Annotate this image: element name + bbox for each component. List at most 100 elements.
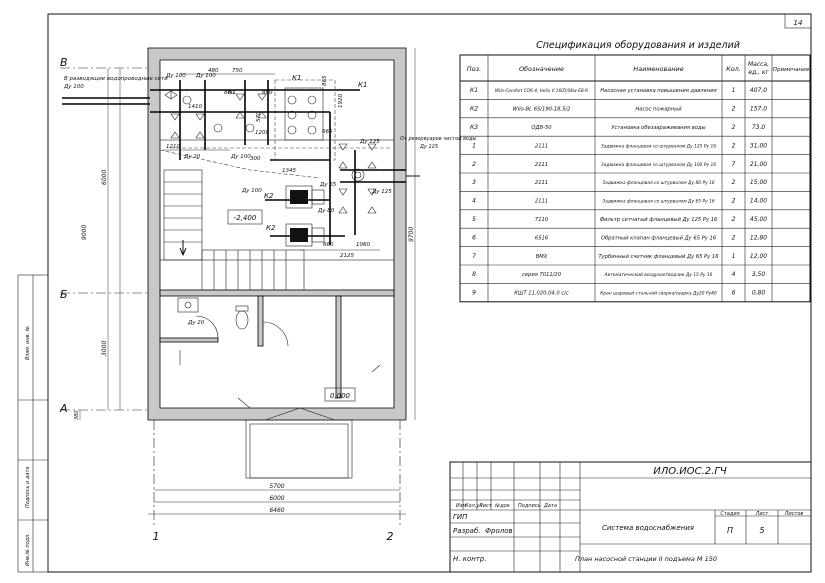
axis-a: А	[59, 402, 68, 415]
spec-cell: 2111	[535, 162, 548, 168]
spec-cell: 4	[472, 198, 476, 205]
dim-9700: 9700	[408, 227, 415, 242]
spec-cell: 2	[472, 161, 476, 168]
dim-880-a: 880	[224, 90, 235, 96]
stamp-system: Система водоснабжения	[602, 524, 694, 532]
spec-cell: 7	[732, 161, 736, 168]
axis-1: 1	[153, 530, 160, 543]
spec-cell: 2	[732, 234, 736, 241]
spec-cell: 9	[472, 290, 476, 297]
pump-fire-k2-upper	[285, 185, 325, 209]
spec-header-cell: Поз.	[467, 65, 481, 73]
spec-cell: Турбинный счетчик фланцевый Ду 65 Ру 16	[598, 254, 719, 260]
label-k2-b: К2	[266, 224, 276, 232]
spec-header-cell: Масса,	[748, 61, 769, 68]
grid-axes	[60, 67, 401, 528]
side-strip: Взам. инв. № Подпись и дата Инв.№ подл.	[17, 274, 49, 573]
elevation-pump: -2,400	[234, 214, 257, 222]
dim-1345: 1345	[282, 168, 296, 174]
valves	[164, 90, 377, 214]
axis-b: Б	[60, 288, 68, 301]
dim-5700: 5700	[269, 483, 284, 490]
pump-unit-k1	[274, 79, 336, 161]
spec-cell: 2111	[535, 199, 548, 205]
spec-cell: Задвижка фланцевая со штурвалом Ду 65 Ру…	[602, 199, 715, 205]
spec-cell: 0,80	[752, 290, 766, 297]
stamp-col-sign: Подпись	[518, 503, 541, 509]
spec-cell: 7	[472, 253, 476, 260]
spec-cell: 6	[472, 234, 476, 241]
title-block	[449, 461, 812, 573]
spec-cell: Кран шаровый стальной сварка/сварка Ду20…	[600, 291, 717, 297]
stamp-list-header: Лист	[755, 511, 770, 517]
floor-plan: -2,400 0,000 В Б	[59, 47, 477, 543]
spec-cell: Задвижка фланцевая со штурвалом Ду 80 Ру…	[602, 180, 715, 186]
dim-3000: 3000	[101, 341, 108, 356]
label-k1-a: К1	[292, 74, 301, 82]
label-k1-c: К1	[228, 89, 236, 96]
spec-cell: 1	[732, 253, 736, 260]
elevation-ground-box	[324, 387, 356, 402]
label-du100-c: Ду 100	[230, 154, 251, 160]
spec-title: Спецификация оборудования и изделий	[536, 40, 740, 51]
spec-cell: 407,0	[750, 87, 767, 94]
elevation-ground: 0,000	[330, 392, 351, 400]
label-du100-a: Ду 100	[165, 73, 186, 79]
dim-2125: 2125	[340, 253, 354, 259]
spec-cell: ОДВ-50	[531, 125, 552, 131]
label-k2-a: К2	[264, 192, 274, 200]
spec-cell: К2	[470, 106, 478, 113]
sheet-number: 14	[794, 19, 803, 27]
label-du65: Ду 65	[319, 182, 337, 188]
note-right: От резервуаров чистой воды	[400, 136, 477, 142]
spec-cell: Насос пожарный	[635, 107, 682, 113]
label-k1-b: К1	[358, 81, 367, 89]
spec-cell: 14,00	[750, 198, 767, 205]
axis-v: В	[60, 56, 68, 69]
spec-header-cell: Обозначение	[519, 65, 564, 73]
spec-cell: Установка обеззараживания воды	[611, 125, 705, 131]
spec-cell: 3,50	[752, 271, 766, 278]
spec-cell: 2	[732, 124, 736, 131]
dim-6000-horiz: 6000	[269, 495, 284, 502]
spec-cell: 5	[472, 216, 476, 223]
dim-660: 660	[323, 242, 334, 248]
dim-665: 665	[322, 129, 333, 135]
pump-room-floor	[159, 139, 395, 261]
spec-cell: Wilo-BL 65/190-18,5/2	[513, 107, 571, 113]
dim-865: 865	[322, 75, 328, 86]
wall-wc3	[159, 337, 219, 343]
spec-cell: 2	[732, 179, 736, 186]
label-du80: Ду 80	[317, 208, 335, 214]
spec-cell: 8	[472, 271, 476, 278]
spec-cell: Фильтр сетчатый фланцевый Ду 125 Ру 16	[600, 217, 718, 223]
dim-750: 750	[232, 68, 243, 74]
staircase	[163, 169, 305, 291]
spec-cell: 12,00	[750, 253, 767, 260]
dim-380: 380	[74, 410, 80, 420]
spec-cell: 1	[732, 87, 736, 94]
spec-cell: 2111	[535, 180, 548, 186]
dim-6460: 6460	[269, 507, 284, 514]
label-du20-b: Ду 20	[187, 320, 205, 326]
stamp-gip: ГИП	[453, 513, 468, 521]
wc-fixtures	[177, 297, 289, 347]
label-du100-b: Ду 100	[195, 73, 216, 79]
dim-1410: 1410	[188, 104, 202, 110]
doc-code: ИЛО.ИОС.2.ГЧ	[653, 466, 727, 477]
spec-header-cell: Примечание	[773, 67, 810, 73]
wall-wc2	[335, 295, 342, 399]
stamp-col-izm: Изм	[456, 503, 466, 509]
spec-cell: 2	[732, 142, 736, 149]
label-du100-d: Ду 100	[241, 188, 262, 194]
spec-cell: Насосная установка повышения давления	[600, 88, 716, 94]
spec-cell: 12,80	[750, 234, 767, 241]
spec-header-cell: Наименование	[633, 65, 684, 73]
spec-cell: Автоматический воздухоотводчик Ду 15 Ру …	[604, 272, 713, 278]
stamp-razrab: Разраб.	[453, 527, 481, 535]
stamp-list: 5	[759, 526, 764, 535]
stamp-nkontr: Н. контр.	[453, 555, 487, 563]
stamp-col-doc: №док	[494, 503, 510, 509]
dim-570: 570	[256, 111, 262, 122]
